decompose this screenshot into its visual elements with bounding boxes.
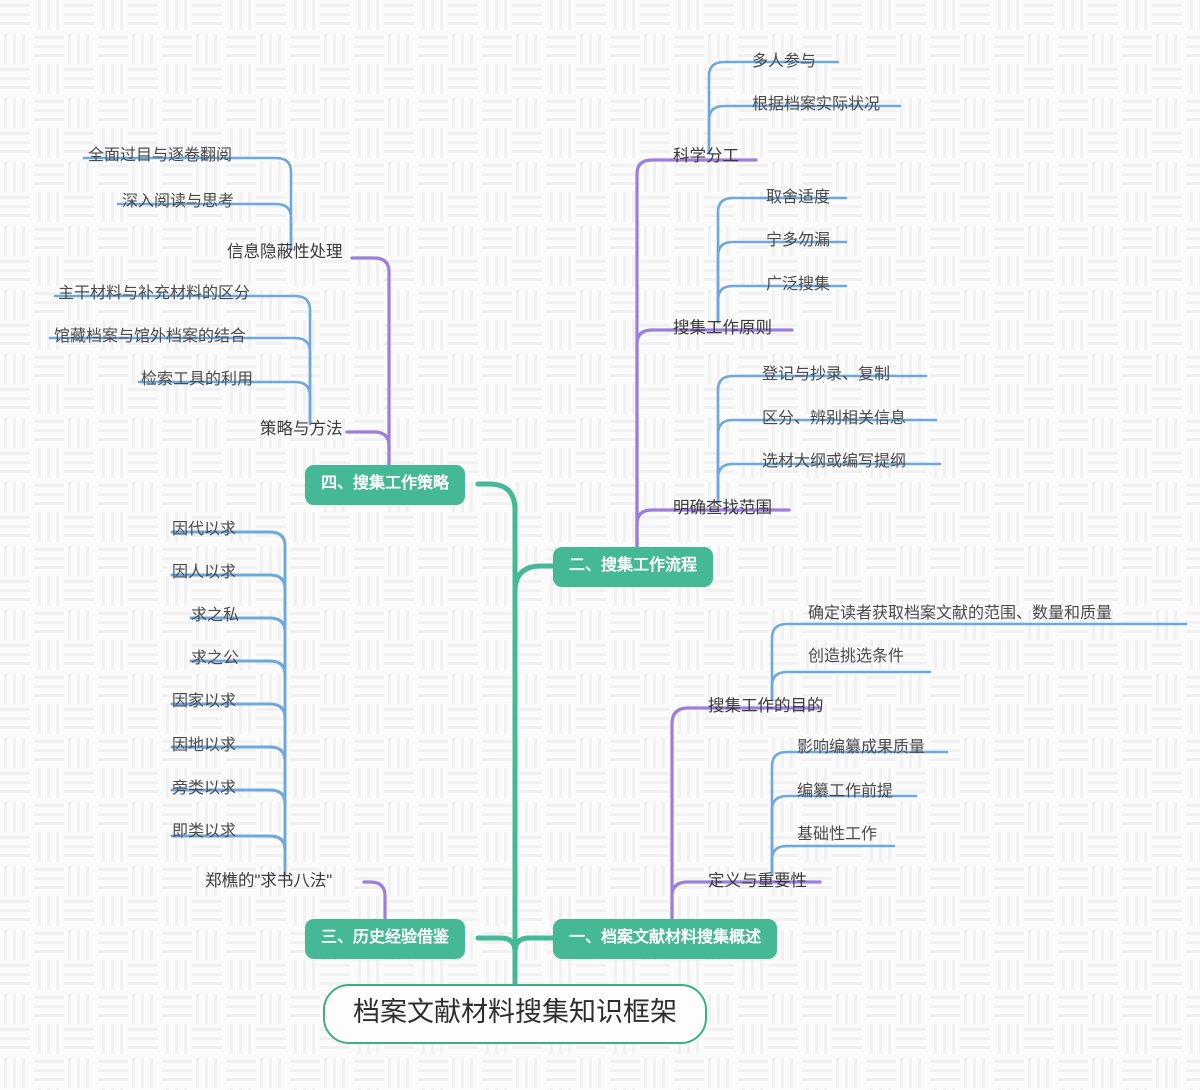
leaf-b3-c0-2[interactable]: 求之私 xyxy=(191,607,240,624)
topic-b2-c1[interactable]: 搜集工作原则 xyxy=(673,319,772,337)
leaf-b2-c2-0[interactable]: 登记与抄录、复制 xyxy=(762,366,891,383)
leaf-b2-c2-2[interactable]: 选材大纲或编写提纲 xyxy=(762,453,907,470)
leaf-b3-c0-5[interactable]: 因地以求 xyxy=(172,737,237,754)
leaf-b3-c0-6[interactable]: 旁类以求 xyxy=(172,780,237,797)
topic-b1-c1[interactable]: 定义与重要性 xyxy=(708,872,807,890)
leaf-b3-c0-0[interactable]: 因代以求 xyxy=(172,521,237,538)
leaf-b4-c1-0[interactable]: 主干材料与补充材料的区分 xyxy=(58,285,251,302)
leaf-b1-c1-1[interactable]: 编纂工作前提 xyxy=(797,783,894,800)
topic-b3-c0[interactable]: 郑樵的"求书八法" xyxy=(205,872,333,890)
leaf-b1-c0-0[interactable]: 确定读者获取档案文献的范围、数量和质量 xyxy=(808,605,1113,622)
leaf-b4-c1-2[interactable]: 检索工具的利用 xyxy=(141,371,254,388)
root-node[interactable]: 档案文献材料搜集知识框架 xyxy=(323,984,707,1044)
leaf-b2-c1-2[interactable]: 广泛搜集 xyxy=(766,276,831,293)
leaf-b2-c0-0[interactable]: 多人参与 xyxy=(752,53,817,70)
leaf-b4-c0-1[interactable]: 深入阅读与思考 xyxy=(122,193,235,210)
branch-node-4[interactable]: 四、搜集工作策略 xyxy=(305,465,466,505)
leaf-b2-c2-1[interactable]: 区分、辨别相关信息 xyxy=(762,410,907,427)
leaf-b3-c0-4[interactable]: 因家以求 xyxy=(172,693,237,710)
branch-node-3[interactable]: 三、历史经验借鉴 xyxy=(305,919,466,959)
branch-node-2[interactable]: 二、搜集工作流程 xyxy=(553,547,714,587)
topic-b2-c2[interactable]: 明确查找范围 xyxy=(673,499,772,517)
leaf-b2-c1-0[interactable]: 取舍适度 xyxy=(766,189,831,206)
topic-b1-c0[interactable]: 搜集工作的目的 xyxy=(708,697,824,715)
leaf-b1-c1-2[interactable]: 基础性工作 xyxy=(797,826,878,843)
leaf-b3-c0-7[interactable]: 即类以求 xyxy=(172,823,237,840)
leaf-b3-c0-3[interactable]: 求之公 xyxy=(191,650,240,667)
leaf-b1-c0-1[interactable]: 创造挑选条件 xyxy=(808,648,905,665)
leaf-b2-c0-1[interactable]: 根据档案实际状况 xyxy=(752,96,881,113)
leaf-b3-c0-1[interactable]: 因人以求 xyxy=(172,564,237,581)
branch-node-1[interactable]: 一、档案文献材料搜集概述 xyxy=(553,919,778,959)
topic-b4-c1[interactable]: 策略与方法 xyxy=(260,420,343,438)
leaf-b4-c1-1[interactable]: 馆藏档案与馆外档案的结合 xyxy=(54,328,247,345)
leaf-b1-c1-0[interactable]: 影响编纂成果质量 xyxy=(797,739,926,756)
topic-b2-c0[interactable]: 科学分工 xyxy=(673,147,739,165)
topic-b4-c0[interactable]: 信息隐蔽性处理 xyxy=(227,243,343,261)
leaf-b4-c0-0[interactable]: 全面过目与逐卷翻阅 xyxy=(88,147,233,164)
leaf-b2-c1-1[interactable]: 宁多勿漏 xyxy=(766,232,831,249)
